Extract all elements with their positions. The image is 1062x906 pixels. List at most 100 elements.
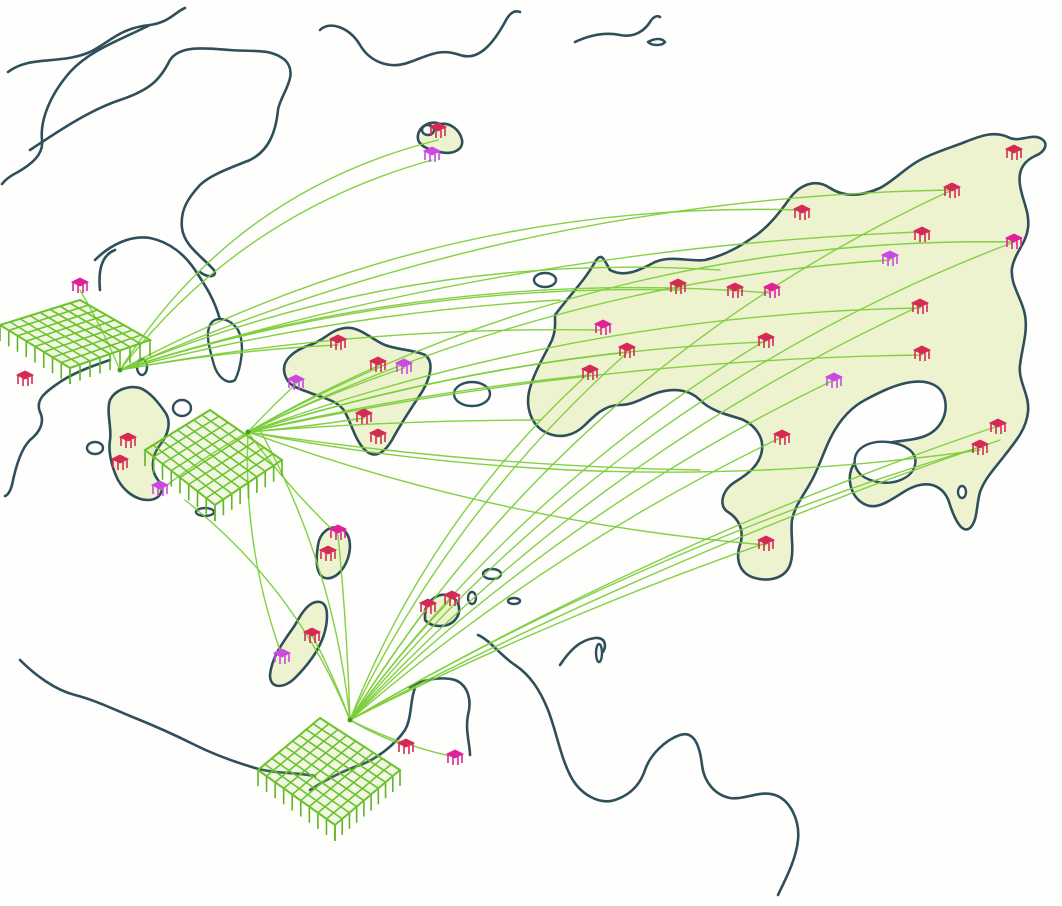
platform-grid-line xyxy=(298,734,379,789)
coastline-south-east xyxy=(476,633,800,897)
platform-grid-line xyxy=(274,728,339,783)
route-line xyxy=(349,542,767,721)
platform-grid-line xyxy=(197,446,265,492)
platform-grid-line xyxy=(205,453,274,499)
table-structure-icon xyxy=(824,372,844,388)
route-line xyxy=(184,499,351,721)
table-structure-icon xyxy=(302,627,322,643)
lake-west-bay xyxy=(206,317,244,383)
table-structure-icon xyxy=(988,418,1008,434)
platform-grid-line xyxy=(291,740,372,796)
table-structure-icon xyxy=(118,432,138,448)
platform-grid-line xyxy=(49,308,121,352)
route-line xyxy=(259,429,351,721)
table-structure-icon xyxy=(368,428,388,444)
coastline-north-peninsula xyxy=(28,47,292,278)
platform-grid-line xyxy=(312,723,394,777)
hub-point xyxy=(245,429,251,435)
platform-hub-south xyxy=(256,716,402,841)
route-line xyxy=(247,431,339,536)
platform-grid-line xyxy=(34,319,116,348)
table-structure-icon xyxy=(328,524,348,540)
table-structure-icon xyxy=(617,342,637,358)
table-structure-icon xyxy=(912,345,932,361)
platform-grid-line xyxy=(193,419,266,472)
coastlines xyxy=(0,6,800,897)
table-structure-icon xyxy=(318,545,338,561)
route-line xyxy=(349,605,429,721)
table-structure-icon xyxy=(880,250,900,266)
table-structure-icon xyxy=(422,146,442,162)
platform-hub-center xyxy=(143,408,284,521)
route-network xyxy=(79,139,1015,758)
table-structure-icon xyxy=(445,749,465,765)
table-structure-icon xyxy=(328,334,348,350)
platform-grid-line xyxy=(285,746,365,802)
table-structure-icon xyxy=(70,277,90,293)
route-line xyxy=(247,351,628,433)
mainland-east xyxy=(526,132,1047,581)
platform-grid-line xyxy=(264,763,343,820)
islet-1 xyxy=(532,271,558,289)
route-line xyxy=(349,241,1015,721)
route-line xyxy=(349,305,921,721)
table-structure-icon xyxy=(942,182,962,198)
table-structure-icon xyxy=(272,648,292,664)
hub-point xyxy=(347,717,353,723)
table-structure-icon xyxy=(396,738,416,754)
table-structure-icon xyxy=(756,535,776,551)
route-line xyxy=(349,371,591,721)
hub-point xyxy=(117,367,123,373)
coastline-north-west xyxy=(0,6,187,186)
route-line xyxy=(247,365,379,433)
platform-grid-line xyxy=(179,434,247,479)
table-structure-icon xyxy=(725,282,745,298)
table-structure-icon xyxy=(1004,144,1024,160)
table-structure-icon xyxy=(110,454,130,470)
islet-3 xyxy=(171,398,193,418)
coastline-north-center xyxy=(318,10,522,67)
platform-hub-northwest xyxy=(0,298,153,384)
islet-2 xyxy=(452,380,492,408)
route-line xyxy=(349,339,767,721)
islet-10 xyxy=(594,642,604,664)
table-structure-icon xyxy=(1004,233,1024,249)
platform-grid-line xyxy=(60,334,142,364)
coastline-south-inlet xyxy=(558,636,607,667)
coastline-west-shore xyxy=(3,358,112,498)
route-line xyxy=(247,431,981,473)
table-structure-icon xyxy=(762,282,782,298)
structure-markers xyxy=(15,122,1024,765)
table-structure-icon xyxy=(354,408,374,424)
platform-grid-line xyxy=(201,414,275,467)
route-line xyxy=(119,266,721,371)
route-line xyxy=(247,419,541,433)
table-structure-icon xyxy=(970,439,990,455)
route-line xyxy=(349,436,783,721)
route-line xyxy=(349,439,1001,721)
table-structure-icon xyxy=(912,226,932,242)
platform-grid-line xyxy=(300,746,365,802)
table-structure-icon xyxy=(593,319,613,335)
route-line xyxy=(79,289,121,371)
table-structure-icon xyxy=(15,370,35,386)
platform-grid-line xyxy=(325,763,392,820)
route-line xyxy=(119,299,561,371)
route-line xyxy=(349,351,629,721)
route-line xyxy=(246,431,283,657)
route-line xyxy=(349,379,835,721)
table-structure-icon xyxy=(442,590,462,606)
route-line xyxy=(119,139,439,371)
platform-grid-line xyxy=(305,728,386,783)
coastline-north-east-spit xyxy=(573,14,667,47)
table-structure-icon xyxy=(772,429,792,445)
table-structure-icon xyxy=(792,204,812,220)
table-structure-icon xyxy=(428,122,448,138)
route-line xyxy=(349,446,981,721)
islet-9 xyxy=(506,596,522,606)
route-line xyxy=(247,241,1015,433)
route-line xyxy=(247,431,767,546)
table-structure-icon xyxy=(150,480,170,496)
island-long-south xyxy=(268,600,329,688)
